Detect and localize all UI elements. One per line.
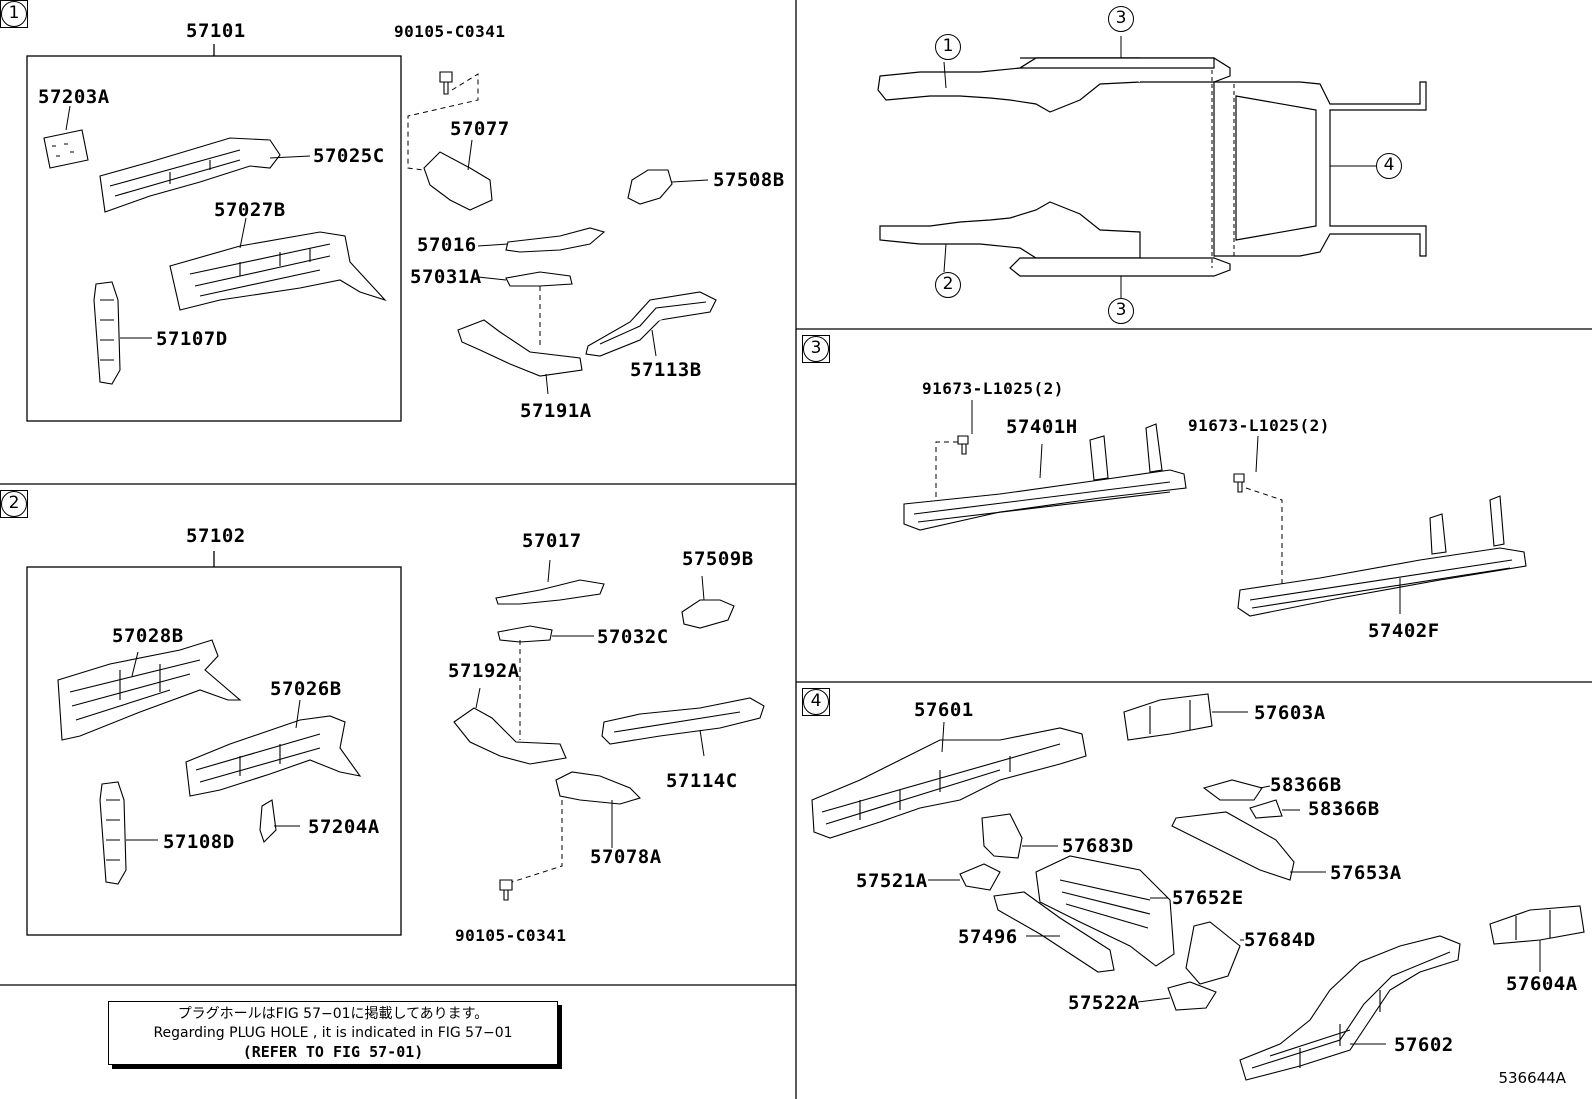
part-label-90105-C0341-bottom: 90105-C0341 — [455, 926, 567, 945]
section-3-marker: 3 — [802, 335, 830, 363]
part-label-57683D: 57683D — [1062, 835, 1134, 857]
part-label-57031A: 57031A — [410, 266, 482, 288]
part-label-58366B-upper: 58366B — [1270, 774, 1342, 796]
section-2-marker: 2 — [0, 490, 28, 518]
part-label-57026B: 57026B — [270, 678, 342, 700]
part-label-57603A: 57603A — [1254, 702, 1326, 724]
part-label-57604A: 57604A — [1506, 973, 1578, 995]
note-reference: (REFER TO FIG 57-01) — [242, 1043, 424, 1061]
part-label-57025C: 57025C — [313, 145, 385, 167]
part-label-57653A: 57653A — [1330, 862, 1402, 884]
part-label-57602: 57602 — [1394, 1034, 1454, 1056]
part-label-57521A: 57521A — [856, 870, 928, 892]
assembly-label-57102: 57102 — [186, 525, 246, 547]
part-label-57028B: 57028B — [112, 625, 184, 647]
part-label-57522A: 57522A — [1068, 992, 1140, 1014]
overview-callout-3-top: 3 — [1108, 6, 1134, 32]
section-4-marker: 4 — [802, 688, 830, 716]
overview-callout-4: 4 — [1376, 153, 1402, 179]
part-label-57016: 57016 — [417, 234, 477, 256]
part-label-90105-C0341-top: 90105-C0341 — [394, 22, 506, 41]
part-label-57192A: 57192A — [448, 660, 520, 682]
part-label-57401H: 57401H — [1006, 416, 1078, 438]
part-label-57191A: 57191A — [520, 400, 592, 422]
part-label-57108D: 57108D — [163, 831, 235, 853]
part-label-57114C: 57114C — [666, 770, 738, 792]
part-label-57077: 57077 — [450, 118, 510, 140]
part-label-57402F: 57402F — [1368, 620, 1440, 642]
part-label-57032C: 57032C — [597, 626, 669, 648]
part-label-57684D: 57684D — [1244, 929, 1316, 951]
part-label-57027B: 57027B — [214, 199, 286, 221]
reference-note-box: プラグホールはFIG 57−01に掲載してあります。 Regarding PLU… — [108, 1001, 558, 1065]
assembly-label-57101: 57101 — [186, 20, 246, 42]
diagram-code: 536644A — [1498, 1069, 1566, 1087]
section-3-number: 3 — [803, 336, 829, 362]
part-label-57203A: 57203A — [38, 86, 110, 108]
note-japanese: プラグホールはFIG 57−01に掲載してあります。 — [177, 1006, 489, 1022]
part-label-57113B: 57113B — [630, 359, 702, 381]
note-english: Regarding PLUG HOLE , it is indicated in… — [153, 1025, 513, 1041]
part-label-57496: 57496 — [958, 926, 1018, 948]
part-label-58366B-lower: 58366B — [1308, 798, 1380, 820]
overview-callout-3-bottom: 3 — [1108, 298, 1134, 324]
part-label-57652E: 57652E — [1172, 887, 1244, 909]
part-label-57204A: 57204A — [308, 816, 380, 838]
section-1-marker: 1 — [0, 0, 28, 28]
part-label-57017: 57017 — [522, 530, 582, 552]
part-label-57601: 57601 — [914, 699, 974, 721]
part-label-57508B: 57508B — [713, 169, 785, 191]
overview-callout-1: 1 — [935, 34, 961, 60]
part-label-91673-L1025-right: 91673-L1025(2) — [1188, 416, 1330, 435]
part-label-57107D: 57107D — [156, 328, 228, 350]
part-label-57509B: 57509B — [682, 548, 754, 570]
section-2-number: 2 — [1, 491, 27, 517]
overview-callout-2: 2 — [935, 272, 961, 298]
part-label-91673-L1025-left: 91673-L1025(2) — [922, 379, 1064, 398]
section-1-number: 1 — [1, 1, 27, 27]
section-4-number: 4 — [803, 689, 829, 715]
part-label-57078A: 57078A — [590, 846, 662, 868]
